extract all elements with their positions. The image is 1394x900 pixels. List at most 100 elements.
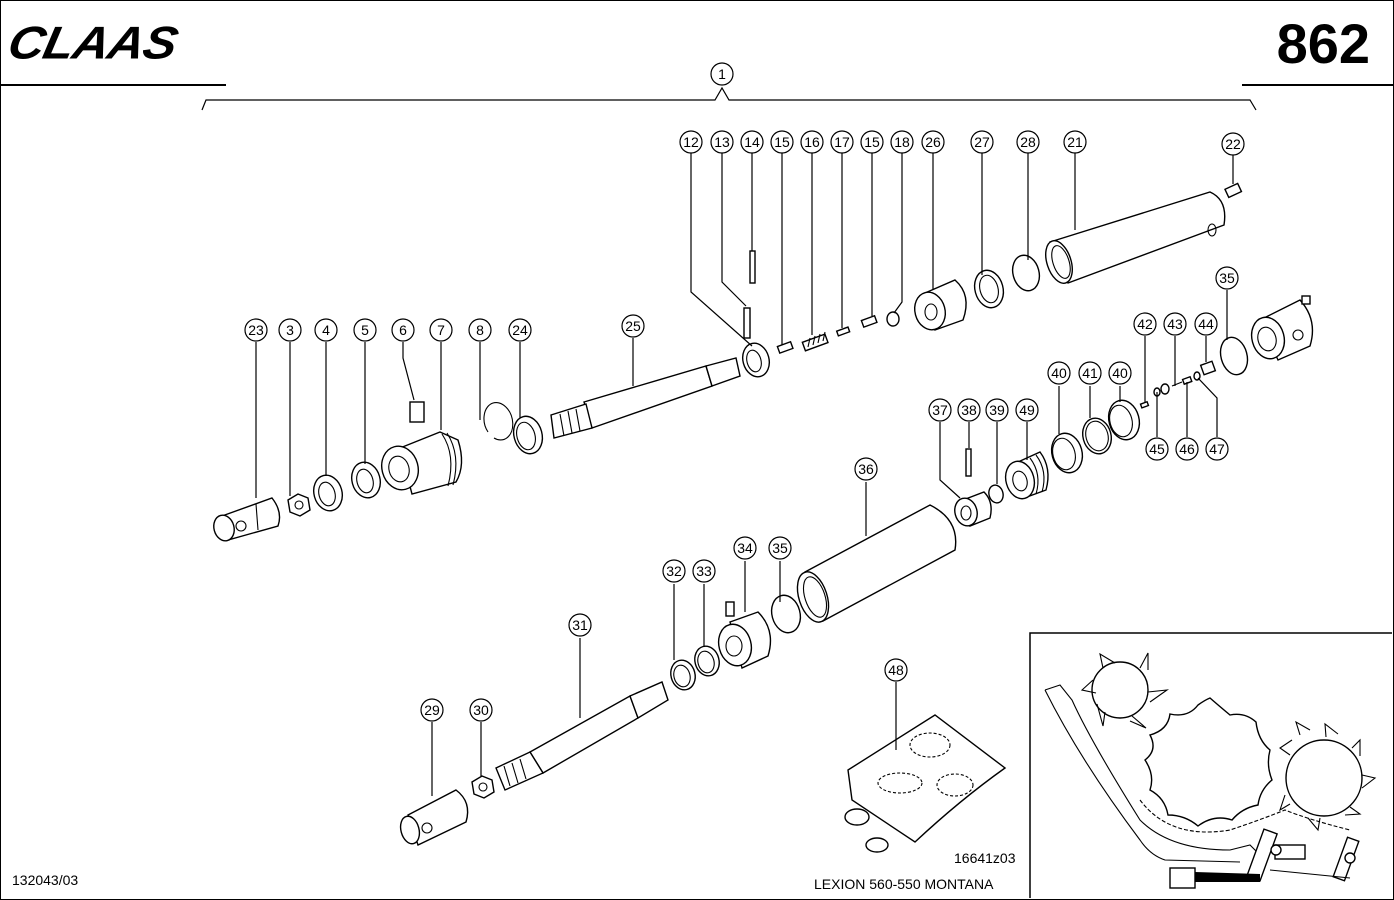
svg-text:22: 22 bbox=[1225, 136, 1241, 152]
inset-threshing-drum bbox=[1144, 697, 1273, 827]
svg-text:40: 40 bbox=[1112, 365, 1128, 381]
part-15-valve-b bbox=[860, 314, 878, 329]
svg-text:15: 15 bbox=[864, 134, 880, 150]
callout-41: 41 bbox=[1078, 361, 1102, 385]
svg-text:41: 41 bbox=[1082, 365, 1098, 381]
inset-frame-arm bbox=[1044, 684, 1271, 863]
svg-text:33: 33 bbox=[696, 563, 712, 579]
callout-42: 42 bbox=[1133, 312, 1157, 336]
callout-46: 46 bbox=[1175, 437, 1199, 461]
svg-text:21: 21 bbox=[1067, 134, 1083, 150]
part-39-o-ring bbox=[988, 484, 1004, 504]
inset-bracket bbox=[1169, 867, 1196, 889]
part-45-ball bbox=[1160, 383, 1170, 395]
callout-21: 21 bbox=[1063, 130, 1087, 154]
callout-15a: 15 bbox=[770, 130, 794, 154]
svg-text:39: 39 bbox=[989, 402, 1005, 418]
callout-12: 12 bbox=[679, 130, 703, 154]
callout-38: 38 bbox=[957, 398, 981, 422]
callout-17: 17 bbox=[830, 130, 854, 154]
part-36-barrel bbox=[796, 504, 957, 623]
part-37-piston-nut bbox=[954, 491, 992, 527]
leader-lines bbox=[255, 153, 1234, 796]
svg-text:16: 16 bbox=[804, 134, 820, 150]
part-4-seal bbox=[312, 474, 344, 512]
svg-text:24: 24 bbox=[512, 322, 528, 338]
part-8-snap-ring bbox=[483, 402, 514, 441]
inset-concave bbox=[1139, 799, 1351, 833]
svg-text:45: 45 bbox=[1149, 441, 1165, 457]
callout-33: 33 bbox=[692, 559, 716, 583]
part-40-guide-ring-a bbox=[1050, 432, 1084, 474]
svg-text:5: 5 bbox=[361, 322, 369, 338]
part-49-piston bbox=[1004, 451, 1049, 500]
svg-text:44: 44 bbox=[1198, 316, 1214, 332]
callout-23: 23 bbox=[244, 318, 268, 342]
document-code: 132043/03 bbox=[12, 872, 79, 888]
svg-text:18: 18 bbox=[894, 134, 910, 150]
callout-45: 45 bbox=[1145, 437, 1169, 461]
svg-text:23: 23 bbox=[248, 322, 264, 338]
callout-29: 29 bbox=[420, 698, 444, 722]
svg-text:48: 48 bbox=[888, 662, 904, 678]
callout-8: 8 bbox=[468, 318, 492, 342]
part-6-grease-nipple bbox=[409, 401, 425, 423]
callout-31: 31 bbox=[568, 613, 592, 637]
callout-40b: 40 bbox=[1108, 361, 1132, 385]
svg-text:47: 47 bbox=[1209, 441, 1225, 457]
callout-48: 48 bbox=[884, 658, 908, 682]
svg-text:30: 30 bbox=[473, 702, 489, 718]
part-18-o-ring bbox=[886, 311, 900, 327]
assembly-bracket bbox=[201, 86, 1257, 111]
callout-4: 4 bbox=[314, 318, 338, 342]
part-44-plug bbox=[1199, 360, 1217, 376]
inset-actuator bbox=[1195, 872, 1260, 882]
svg-text:29: 29 bbox=[424, 702, 440, 718]
svg-text:36: 36 bbox=[858, 461, 874, 477]
part-21-barrel bbox=[1045, 191, 1226, 284]
part-42-screw bbox=[1139, 400, 1150, 409]
callout-7: 7 bbox=[429, 318, 453, 342]
part-35-o-ring-b bbox=[770, 594, 802, 634]
svg-text:32: 32 bbox=[666, 563, 682, 579]
part-cylinder-end-cap bbox=[1250, 295, 1314, 361]
callout-37: 37 bbox=[928, 398, 952, 422]
svg-text:27: 27 bbox=[974, 134, 990, 150]
svg-text:40: 40 bbox=[1051, 365, 1067, 381]
page-number: 862 bbox=[1276, 12, 1370, 75]
part-13-pin bbox=[743, 307, 751, 339]
svg-text:6: 6 bbox=[399, 322, 407, 338]
part-31-piston-rod bbox=[495, 681, 669, 791]
svg-text:4: 4 bbox=[322, 322, 330, 338]
part-7-cylinder-head bbox=[381, 431, 463, 495]
machine-model: LEXION 560-550 MONTANA bbox=[814, 876, 994, 892]
callout-27: 27 bbox=[970, 130, 994, 154]
part-48-seal-kit bbox=[844, 714, 1007, 853]
part-32-wiper bbox=[670, 659, 696, 691]
svg-text:1: 1 bbox=[718, 66, 726, 82]
svg-text:46: 46 bbox=[1179, 441, 1195, 457]
svg-text:42: 42 bbox=[1137, 316, 1153, 332]
part-35-o-ring-a bbox=[1219, 336, 1249, 376]
part-5-seal bbox=[350, 461, 382, 499]
callout-25: 25 bbox=[621, 314, 645, 338]
part-3-nut bbox=[287, 493, 311, 517]
callout-5: 5 bbox=[353, 318, 377, 342]
part-15-valve-a bbox=[776, 340, 794, 355]
svg-text:35: 35 bbox=[772, 540, 788, 556]
inset-feeder-drum bbox=[1080, 652, 1170, 729]
callout-1: 1 bbox=[710, 62, 734, 86]
svg-text:8: 8 bbox=[476, 322, 484, 338]
svg-text:25: 25 bbox=[625, 318, 641, 334]
svg-text:28: 28 bbox=[1020, 134, 1036, 150]
callout-49: 49 bbox=[1015, 398, 1039, 422]
part-43-spring bbox=[1171, 381, 1183, 387]
part-23-clevis bbox=[213, 497, 281, 542]
part-12-guide-ring bbox=[741, 342, 771, 378]
inset-linkage bbox=[1245, 828, 1360, 882]
location-inset bbox=[1029, 632, 1392, 898]
svg-text:13: 13 bbox=[714, 134, 730, 150]
callout-32: 32 bbox=[662, 559, 686, 583]
svg-text:35: 35 bbox=[1219, 270, 1235, 286]
part-38-pin bbox=[965, 448, 972, 477]
